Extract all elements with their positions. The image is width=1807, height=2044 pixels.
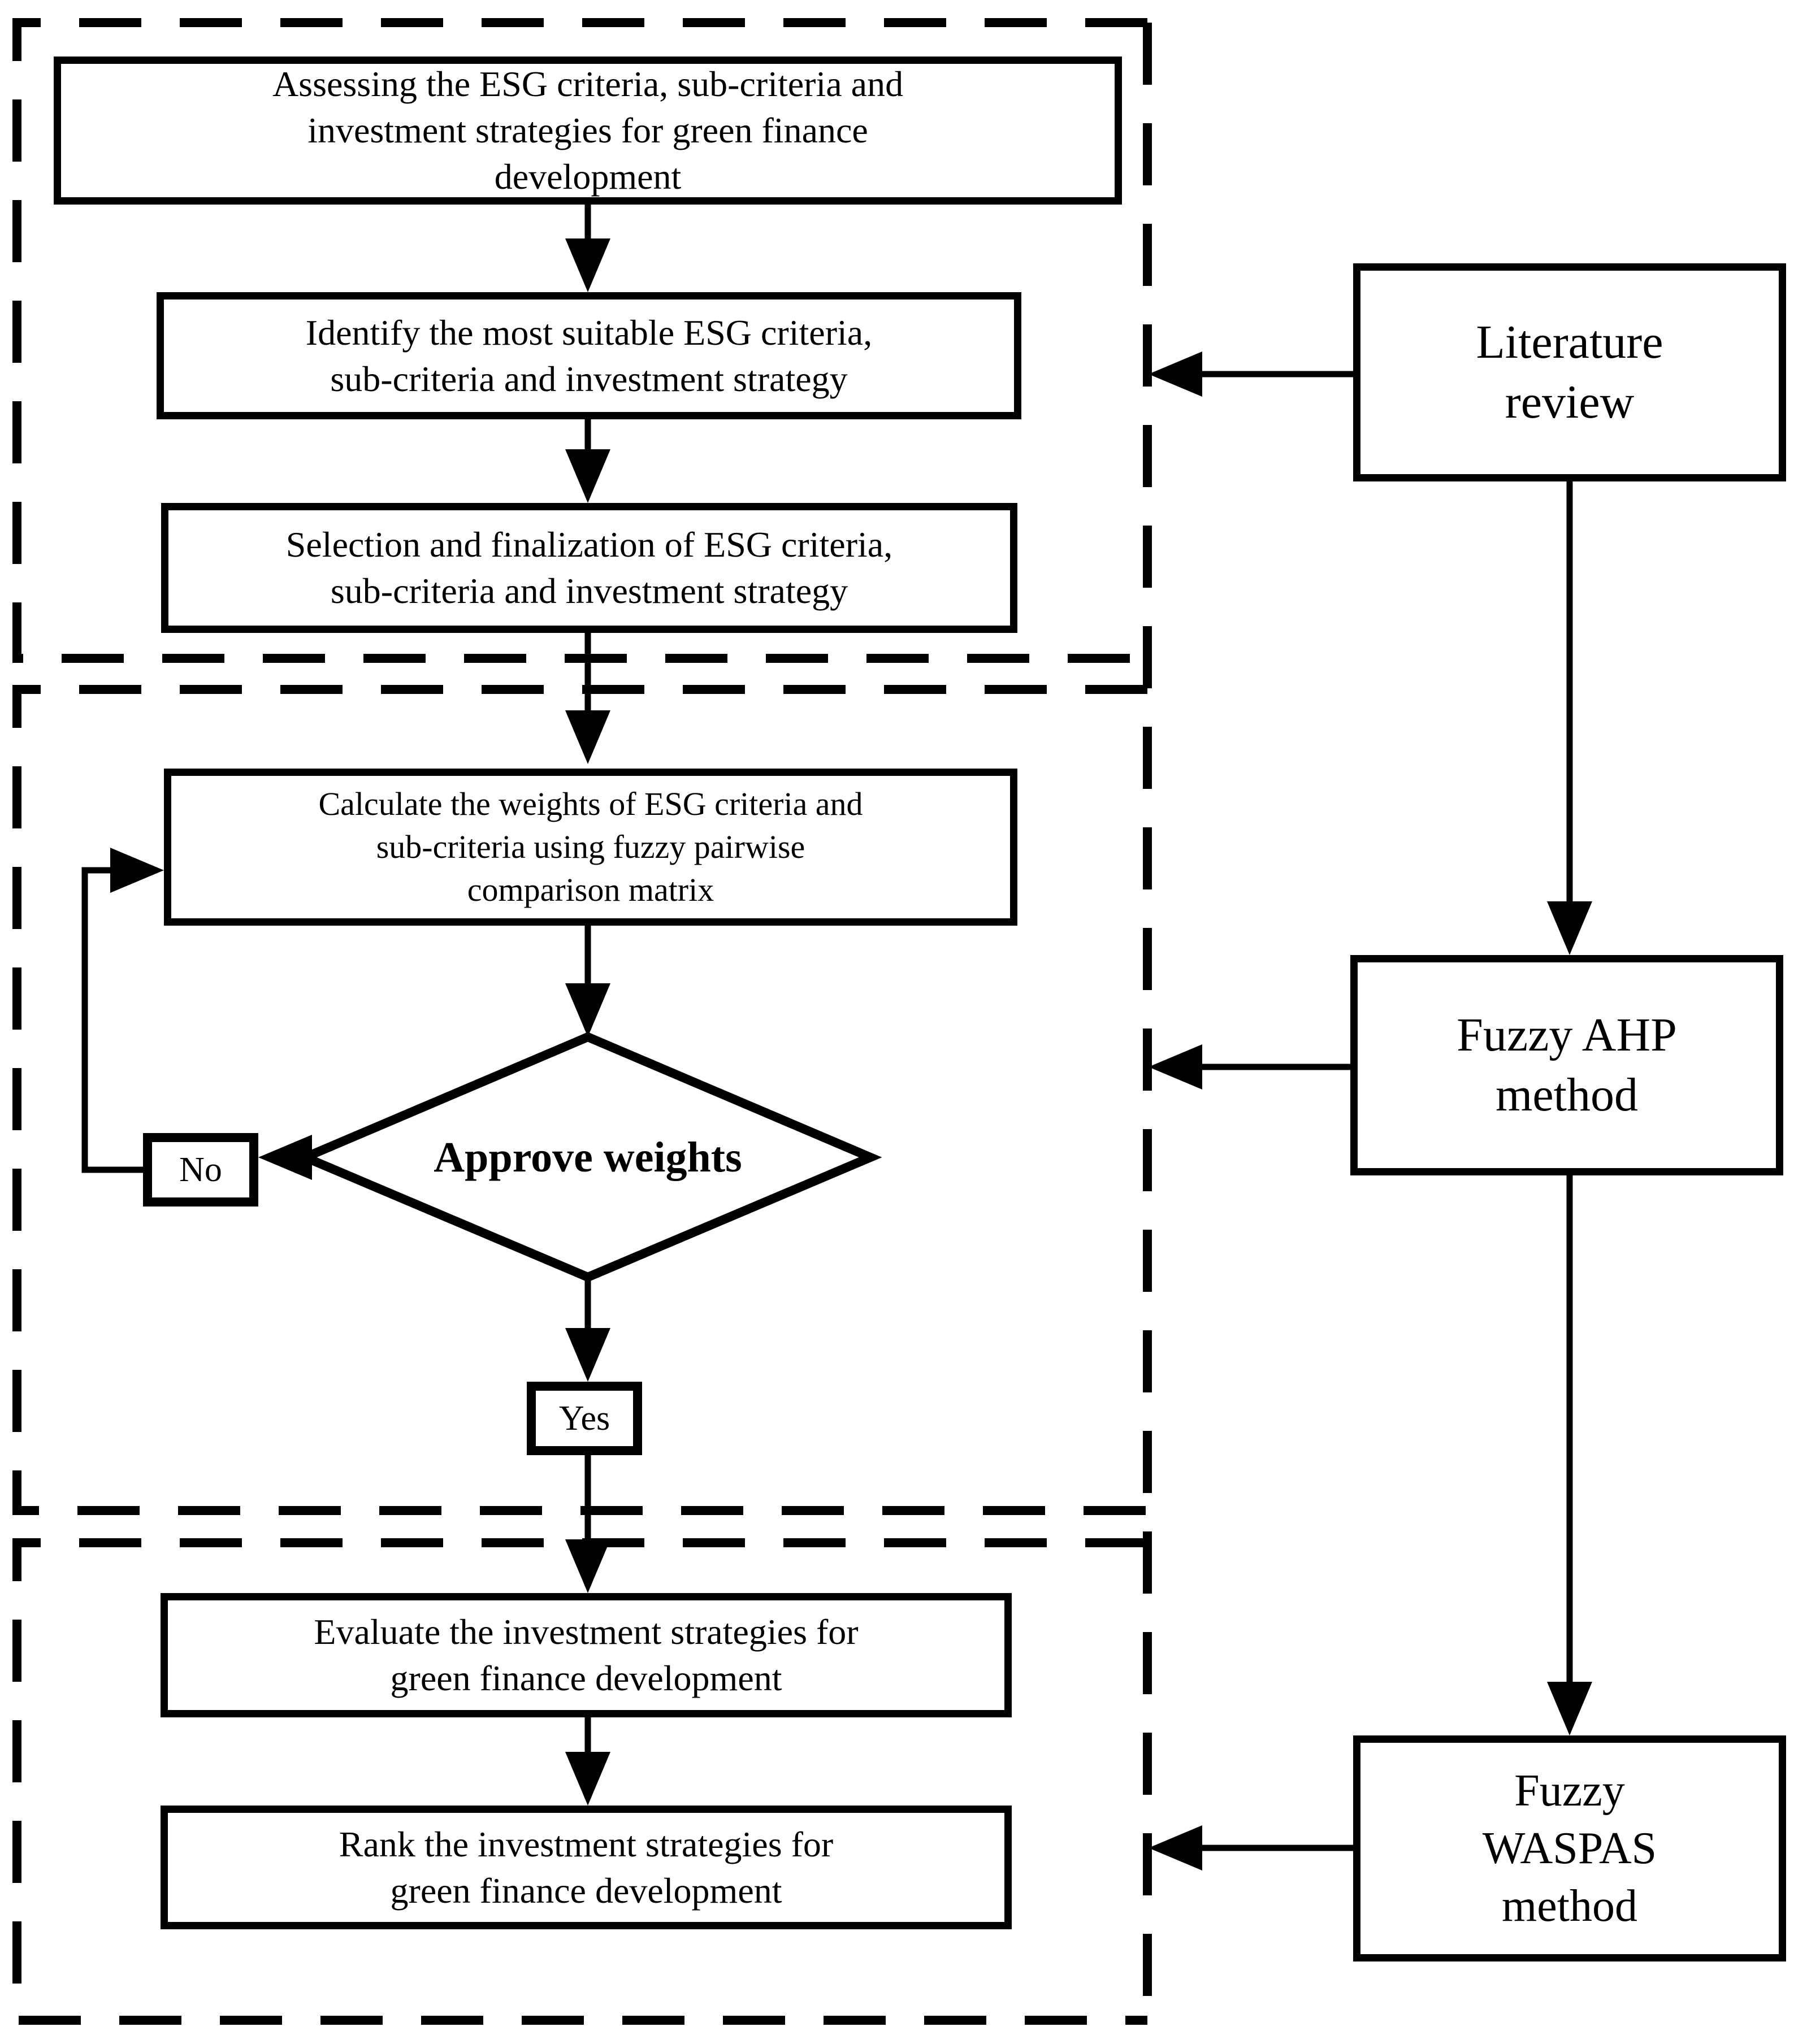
box-literature-line1: Literature: [1476, 316, 1663, 368]
arrow-down-icon: [565, 1752, 610, 1806]
phase2-dashed-border: [12, 685, 1147, 1515]
arrow-right-icon: [110, 848, 164, 893]
box-evaluate-line2: green finance development: [390, 1658, 782, 1698]
box-evaluate-line1: Evaluate the investment strategies for: [314, 1612, 859, 1652]
box-select: Selection and finalization of ESG criter…: [161, 503, 1017, 633]
box-fuzzy-ahp-line1: Fuzzy AHP: [1457, 1009, 1677, 1061]
arrow-left-icon: [258, 1135, 312, 1180]
arrow-down-icon: [1547, 901, 1592, 955]
box-rank-line2: green finance development: [390, 1870, 782, 1911]
box-assess-line2: investment strategies for green finance: [307, 110, 868, 150]
box-literature-line2: review: [1505, 376, 1635, 428]
arrow-down-icon: [565, 1539, 610, 1593]
phase1-dashed-border: [12, 18, 1147, 663]
box-identify: Identify the most suitable ESG criteria,…: [157, 292, 1021, 419]
decision-approve-weights-label: Approve weights: [305, 1101, 870, 1214]
arrow-down-icon: [565, 983, 610, 1037]
box-identify-line2: sub-criteria and investment strategy: [330, 358, 848, 399]
arrow-down-icon: [565, 1328, 610, 1382]
box-fuzzy-waspas-line1: Fuzzy: [1514, 1766, 1625, 1816]
box-assess-line3: development: [494, 157, 682, 197]
box-select-line2: sub-criteria and investment strategy: [330, 571, 848, 611]
box-calculate-line2: sub-criteria using fuzzy pairwise: [376, 828, 805, 865]
box-calculate-line1: Calculate the weights of ESG criteria an…: [318, 786, 863, 822]
decision-approve-weights-text: Approve weights: [434, 1133, 742, 1181]
box-rank-line1: Rank the investment strategies for: [339, 1824, 834, 1864]
arrow-left-icon: [1149, 1825, 1202, 1871]
label-yes-box: Yes: [527, 1382, 642, 1455]
box-evaluate: Evaluate the investment strategies for g…: [161, 1593, 1012, 1717]
arrow-down-icon: [565, 710, 610, 764]
box-assess: Assessing the ESG criteria, sub-criteria…: [54, 57, 1122, 205]
box-fuzzy-waspas: Fuzzy WASPAS method: [1353, 1735, 1786, 1961]
arrow-left-icon: [1149, 351, 1202, 397]
arrow-left-icon: [1149, 1044, 1202, 1090]
arrow-down-icon: [565, 449, 610, 503]
connector-no-loopback: [81, 867, 143, 1173]
arrow-down-icon: [565, 238, 610, 292]
box-assess-line1: Assessing the ESG criteria, sub-criteria…: [272, 64, 904, 104]
box-select-line1: Selection and finalization of ESG criter…: [285, 524, 893, 565]
box-identify-line1: Identify the most suitable ESG criteria,: [305, 312, 873, 353]
box-fuzzy-ahp: Fuzzy AHP method: [1350, 955, 1783, 1175]
box-rank: Rank the investment strategies for green…: [161, 1806, 1012, 1929]
box-fuzzy-waspas-line3: method: [1502, 1881, 1637, 1931]
arrowheads: [110, 238, 1592, 1871]
label-no-box: No: [143, 1133, 258, 1207]
box-calculate-line3: comparison matrix: [467, 871, 714, 908]
arrow-down-icon: [1547, 1682, 1592, 1735]
decision-diamond: [293, 1032, 882, 1282]
box-fuzzy-ahp-line2: method: [1496, 1069, 1638, 1121]
box-calculate: Calculate the weights of ESG criteria an…: [164, 769, 1017, 926]
label-no-text: No: [179, 1151, 222, 1189]
box-fuzzy-waspas-line2: WASPAS: [1482, 1824, 1657, 1873]
label-yes-text: Yes: [558, 1399, 610, 1438]
connector-lines: [81, 205, 1573, 1851]
box-literature-review: Literature review: [1353, 263, 1786, 481]
